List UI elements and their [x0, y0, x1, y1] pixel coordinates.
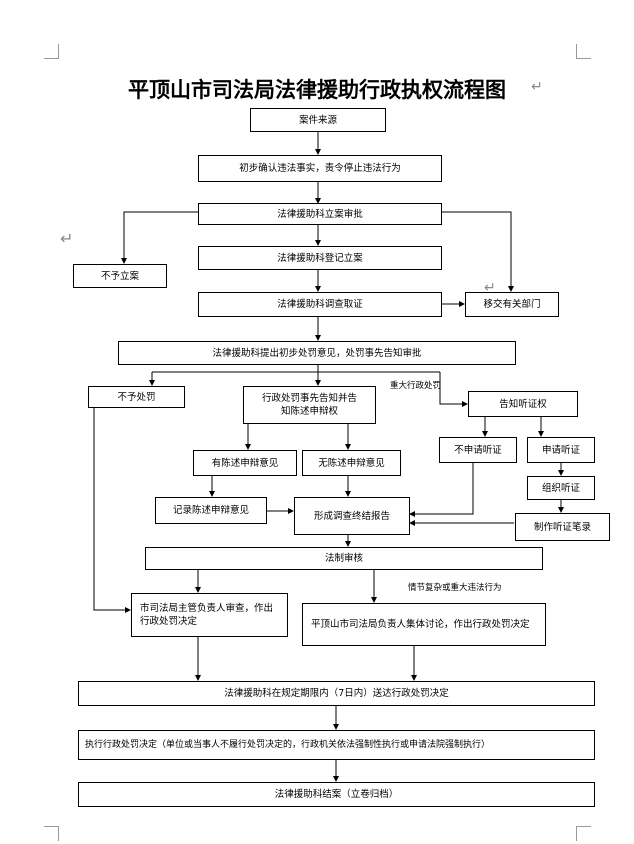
node-chief-review: 市司法局主管负责人审查，作出行政处罚决定: [131, 593, 288, 637]
label-complex-case: 情节复杂或重大违法行为: [408, 583, 502, 593]
label-major-penalty: 重大行政处罚: [390, 381, 442, 391]
node-deliver: 法律援助科在规定期限内（7日内）送达行政处罚决定: [78, 681, 595, 706]
node-investigate: 法律援助科调查取证: [198, 292, 442, 317]
crop-mark-bottom-right: [576, 826, 591, 841]
node-organize-hearing: 组织听证: [527, 476, 595, 500]
node-report: 形成调查终结报告: [294, 497, 410, 535]
node-close: 法律援助科结案（立卷归档）: [78, 782, 595, 807]
crop-mark-top-left: [44, 44, 59, 59]
node-register: 法律援助科登记立案: [198, 246, 442, 270]
node-hearing-notice: 告知听证权: [468, 391, 578, 417]
node-group-discussion: 平顶山市司法局负责人集体讨论，作出行政处罚决定: [302, 603, 546, 646]
node-notify: 行政处罚事先告知并告知陈述申辩权: [243, 386, 376, 424]
node-execute: 执行行政处罚决定（单位或当事人不履行处罚决定的，行政机关依法强制性执行或申请法院…: [78, 730, 595, 760]
return-mark-icon: ↵: [484, 280, 496, 296]
node-not-filed: 不予立案: [73, 264, 167, 288]
node-no-statement: 无陈述申辩意见: [302, 450, 401, 476]
node-no-hearing: 不申请听证: [439, 437, 517, 463]
crop-mark-top-right: [576, 44, 591, 59]
return-mark-icon: ↵: [531, 79, 543, 95]
node-apply-hearing: 申请听证: [527, 437, 595, 463]
node-confirm: 初步确认违法事实，责令停止违法行为: [198, 155, 442, 182]
node-has-statement: 有陈述申辩意见: [193, 450, 297, 476]
node-transfer: 移交有关部门: [465, 292, 559, 317]
node-hearing-record: 制作听证笔录: [515, 513, 610, 541]
node-propose: 法律援助科提出初步处罚意见，处罚事先告知审批: [118, 341, 516, 365]
page-title: 平顶山市司法局法律援助行政执权流程图: [128, 78, 506, 102]
node-no-penalty: 不予处罚: [88, 386, 185, 408]
node-source: 案件来源: [250, 108, 386, 132]
crop-mark-bottom-left: [44, 826, 59, 841]
node-legal-review: 法制审核: [145, 547, 543, 570]
return-mark-icon: ↵: [60, 229, 74, 248]
node-approve: 法律援助科立案审批: [198, 203, 442, 225]
node-record-statement: 记录陈述申辩意见: [155, 497, 267, 524]
